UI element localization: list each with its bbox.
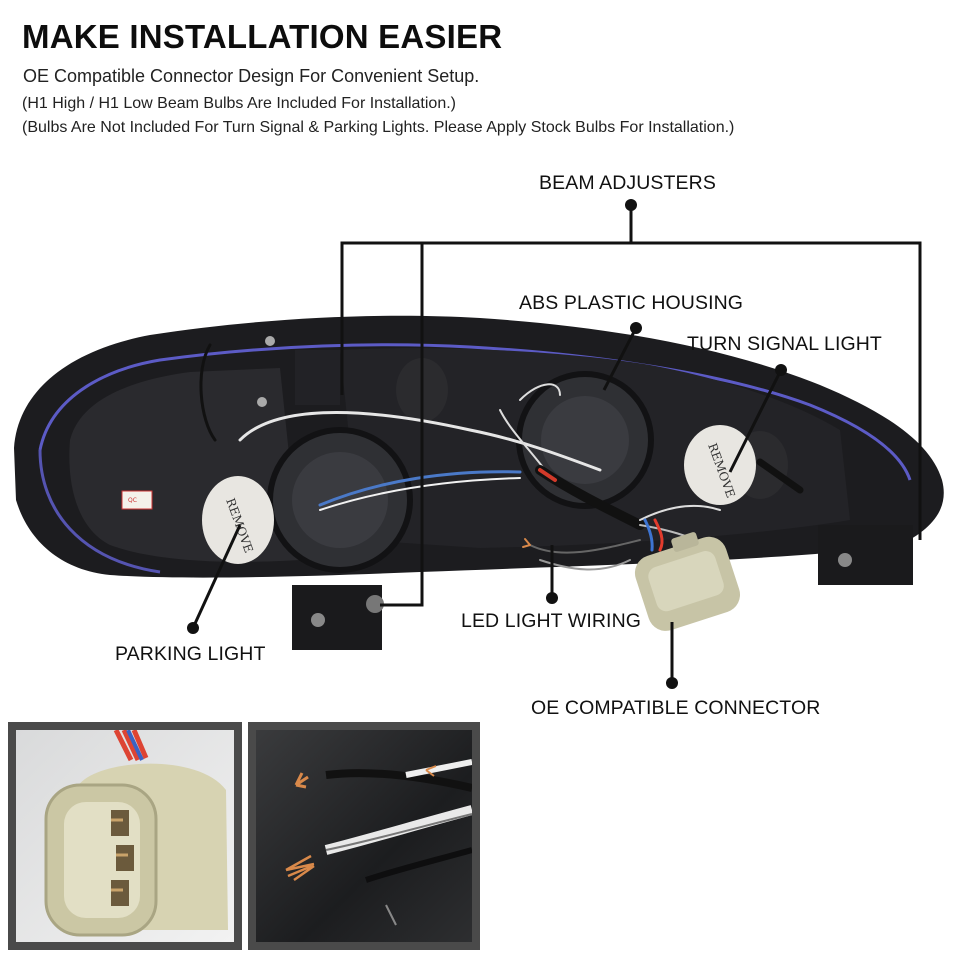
headlight-housing: REMOVE REMOVE QC: [14, 315, 944, 650]
callout-lines: [191, 205, 922, 683]
mount-tab-right: [818, 525, 913, 585]
headline: MAKE INSTALLATION EASIER: [22, 18, 503, 55]
callout-beam-adjusters: BEAM ADJUSTERS: [539, 172, 716, 194]
connector-closeup-image: [16, 730, 234, 942]
led-light-wiring: [199, 343, 804, 571]
callout-oe-compatible-connector: OE COMPATIBLE CONNECTOR: [531, 697, 821, 719]
subtitle-connector: OE Compatible Connector Design For Conve…: [23, 66, 480, 86]
turn-signal-cap: [684, 425, 756, 505]
turn-signal-leader: [728, 369, 783, 473]
qc-sticker: [121, 490, 153, 510]
oe-compatible-connector: [634, 532, 741, 631]
callout-turn-signal-light: TURN SIGNAL LIGHT: [687, 333, 882, 355]
callout-parking-light: PARKING LIGHT: [115, 643, 266, 665]
qc-sticker-text: QC: [128, 497, 137, 504]
callout-led-light-wiring: LED LIGHT WIRING: [461, 610, 642, 632]
mount-tab-bottom: [292, 585, 382, 650]
wire-closeup-image: [256, 730, 472, 942]
parking-light-cap: [202, 476, 274, 564]
callout-abs-plastic-housing: ABS PLASTIC HOUSING: [519, 292, 744, 314]
subtitle-bulbs-included: (H1 High / H1 Low Beam Bulbs Are Include…: [22, 95, 456, 112]
parking-light-leader: [191, 524, 242, 629]
connector-closeup-panel: [8, 722, 242, 950]
abs-housing-leader: [602, 327, 638, 391]
wire-closeup-panel: [248, 722, 480, 950]
callout-dots: [187, 199, 787, 689]
subtitle-bulbs-not-included: (Bulbs Are Not Included For Turn Signal …: [22, 119, 735, 136]
